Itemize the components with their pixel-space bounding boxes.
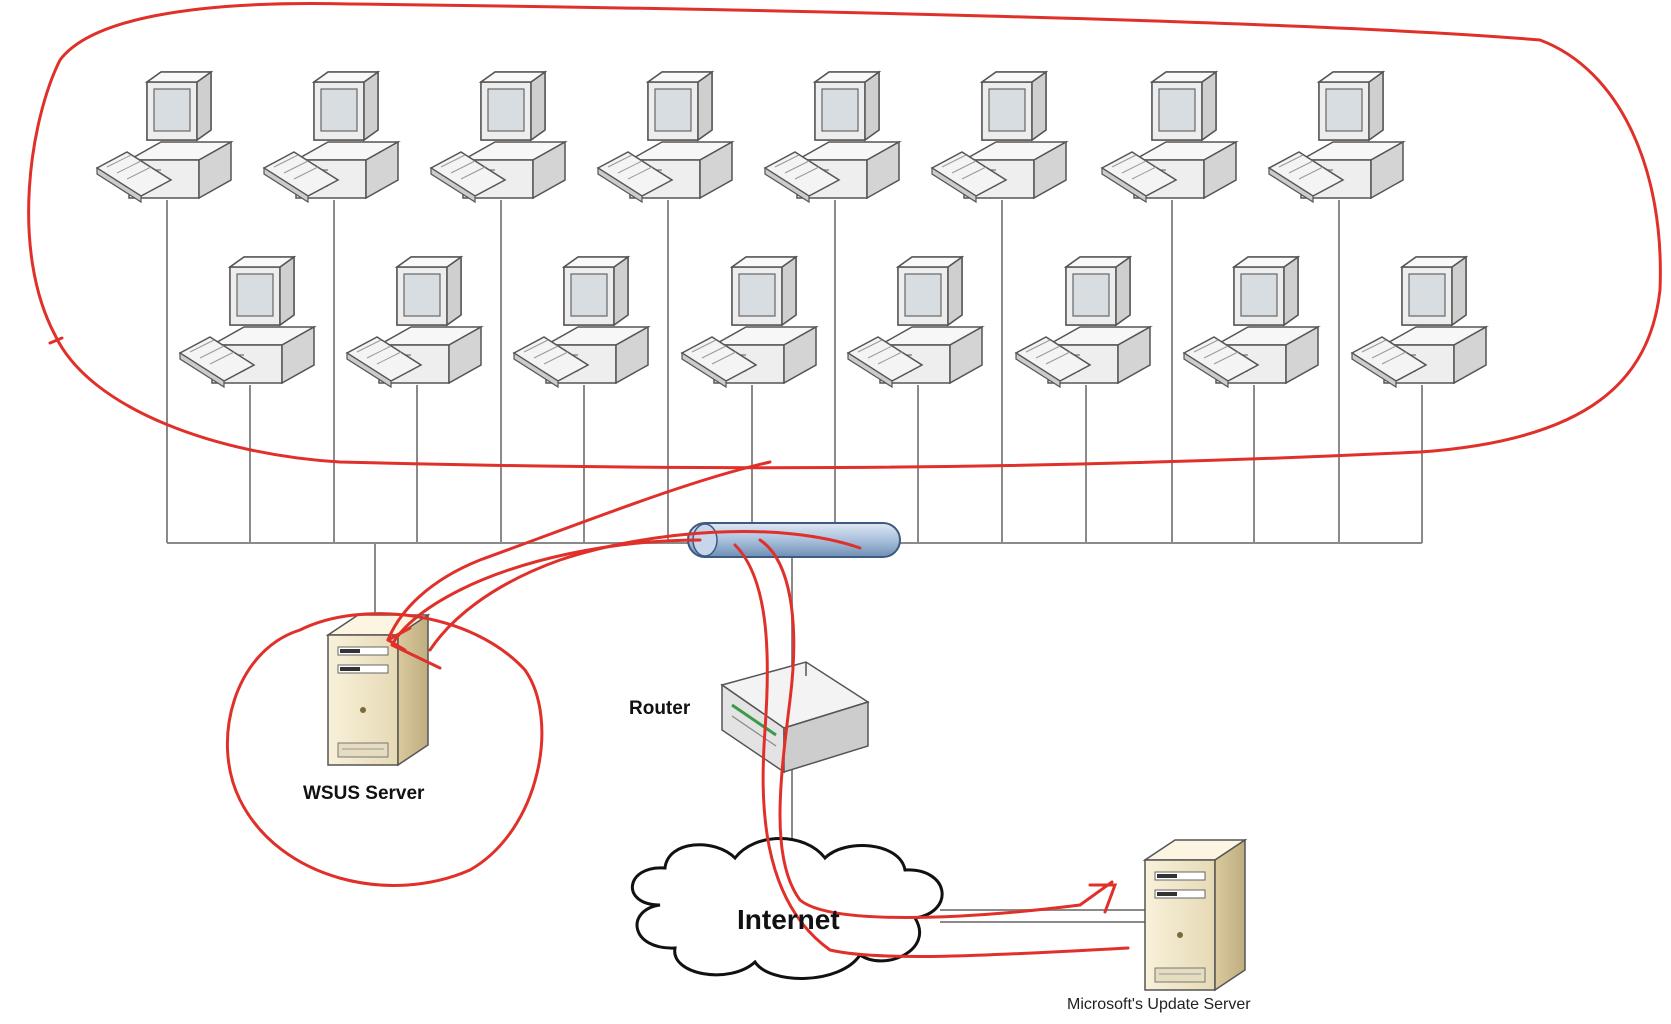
internet-label: Internet (737, 904, 840, 935)
workstation-icon (346, 256, 482, 388)
wsus-server-label: WSUS Server (303, 783, 425, 804)
workstation-icon (513, 256, 649, 388)
workstation-icon (1268, 71, 1404, 203)
ms-update-server-icon (1144, 839, 1246, 991)
workstation-icon (597, 71, 733, 203)
workstation-icon (764, 71, 900, 203)
workstations-top-row (96, 71, 1404, 203)
workstation-icon (1183, 256, 1319, 388)
router-label: Router (629, 698, 691, 719)
workstation-icon (1101, 71, 1237, 203)
red-annotation-marks (27, 2, 1662, 958)
workstations-bottom-row (179, 256, 1487, 388)
router-icon (720, 661, 870, 774)
workstation-icon (1015, 256, 1151, 388)
workstation-icon (847, 256, 983, 388)
workstation-icon (263, 71, 399, 203)
internet-cloud-icon (630, 837, 944, 980)
workstation-icon (179, 256, 315, 388)
workstation-icon (681, 256, 817, 388)
ms-update-server-label: Microsoft's Update Server (1067, 996, 1251, 1013)
workstation-icon (430, 71, 566, 203)
workstation-icon (1351, 256, 1487, 388)
wsus-server-icon (327, 614, 429, 766)
workstation-icon (96, 71, 232, 203)
workstation-icon (931, 71, 1067, 203)
lan-wiring (166, 200, 1423, 923)
network-hub-icon (687, 522, 901, 558)
